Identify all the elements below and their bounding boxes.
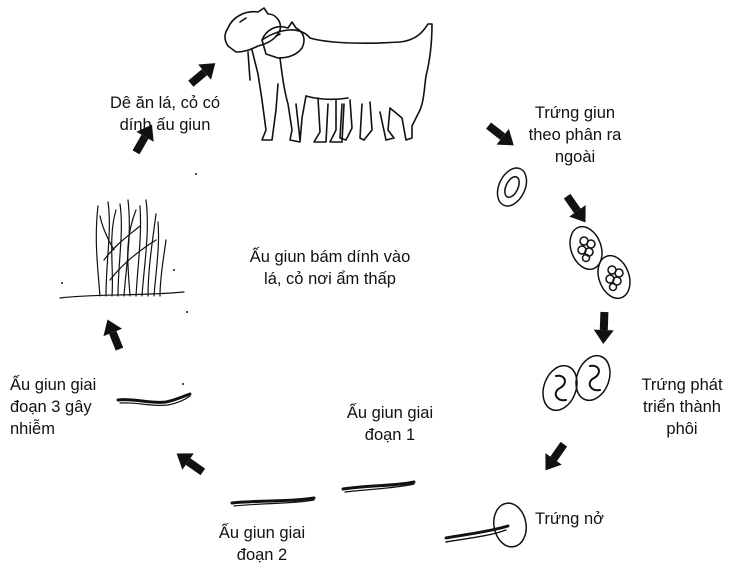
- label-larva-stage2: Ấu giun giai đoạn 2: [192, 522, 332, 566]
- label-egg-embryo: Trứng phát triển thành phôi: [628, 374, 736, 440]
- label-goat-eats: Dê ăn lá, cỏ có dính ấu giun: [70, 92, 260, 136]
- label-egg-hatch: Trứng nở: [535, 508, 645, 530]
- label-larvae-cling: Ấu giun bám dính vào lá, cỏ nơi ẩm thấp: [200, 246, 460, 290]
- worm-egg: [492, 163, 532, 210]
- embryonated-egg: [537, 351, 616, 415]
- embryonated-egg: [564, 222, 635, 303]
- label-larva-stage1: Ấu giun giai đoạn 1: [320, 402, 460, 446]
- label-larva-stage3: Ấu giun giai đoạn 3 gây nhiễm: [10, 374, 122, 440]
- hatching-egg: [446, 501, 530, 550]
- grass-tuft: [60, 200, 184, 298]
- label-eggs-in-feces: Trứng giun theo phân ra ngoài: [500, 102, 650, 168]
